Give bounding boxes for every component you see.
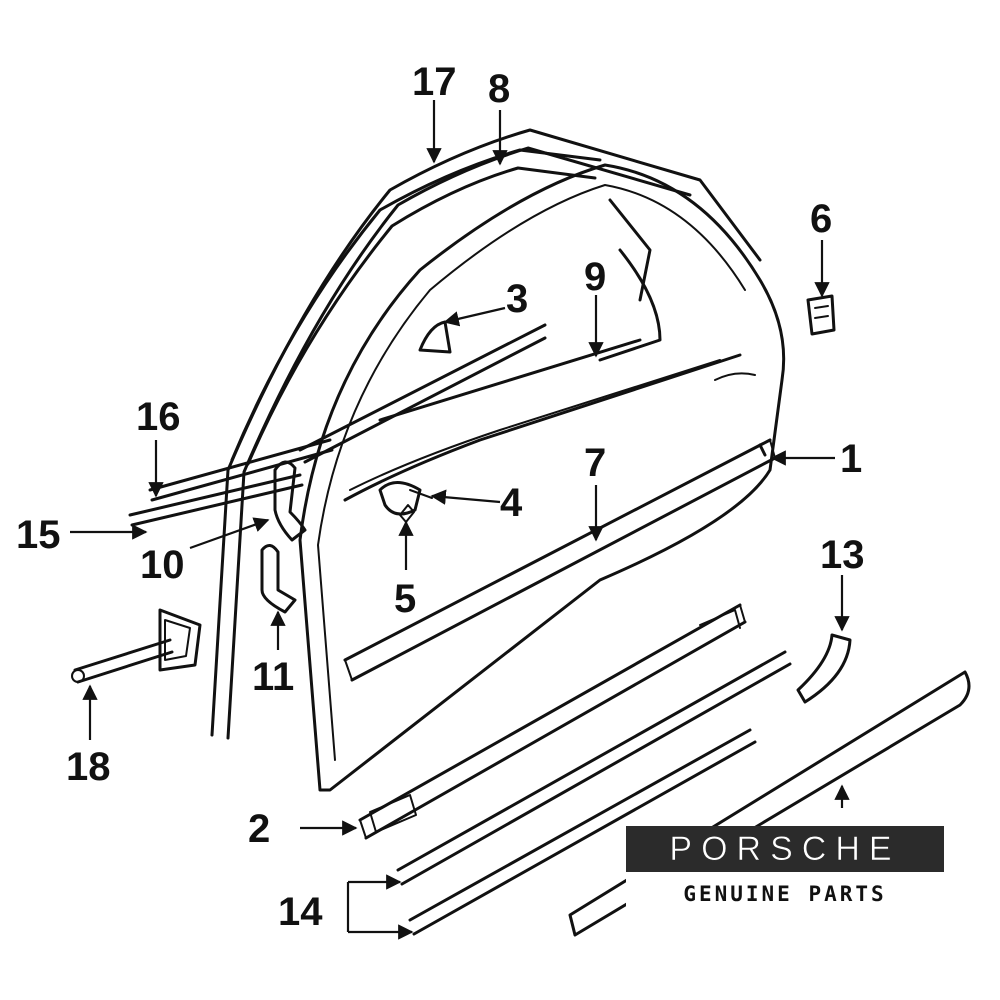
callout-10: 10 [140, 543, 185, 587]
callout-4: 4 [500, 481, 523, 525]
belt-strip-16 [148, 438, 334, 502]
callout-16: 16 [136, 395, 181, 439]
callout-1: 1 [840, 437, 862, 481]
window-frame-seal-8 [230, 148, 602, 466]
callout-2: 2 [248, 807, 270, 851]
trim-piece-13 [796, 633, 852, 704]
door-handle-4 [378, 481, 433, 516]
door-check-18 [71, 608, 202, 684]
callout-15: 15 [16, 513, 61, 557]
brand-logo-text: PORSCHE [669, 829, 901, 868]
lock-cylinder-5 [399, 504, 415, 523]
badge-tagline-bar: GENUINE PARTS [626, 876, 944, 911]
seal-piece-11 [260, 544, 297, 614]
badge-brand-bar: PORSCHE [626, 826, 944, 872]
callout-6: 6 [810, 197, 832, 241]
callout-17: 17 [412, 60, 457, 104]
door-molding-7 [343, 438, 777, 682]
leader-lines [70, 100, 850, 940]
sill-strip-12 [568, 670, 971, 937]
callout-8: 8 [488, 67, 510, 111]
seal-piece-10 [273, 460, 307, 542]
callout-18: 18 [66, 745, 111, 789]
callout-14: 14 [278, 890, 323, 934]
callout-9: 9 [584, 255, 606, 299]
porsche-genuine-parts-badge: PORSCHE GENUINE PARTS [626, 826, 944, 911]
door-shell-1 [298, 163, 786, 792]
retainer-clip-6 [806, 294, 836, 336]
callout-11: 11 [252, 655, 294, 699]
lower-strip-14a [396, 650, 792, 886]
callout-13: 13 [820, 533, 865, 577]
rocker-molding-2 [358, 603, 747, 840]
callout-5: 5 [394, 577, 416, 621]
callout-3: 3 [506, 277, 528, 321]
tagline-text: GENUINE PARTS [683, 881, 887, 906]
callout-7: 7 [584, 441, 606, 485]
lower-strip-14b [408, 728, 757, 936]
mirror-patch-3 [418, 320, 452, 354]
